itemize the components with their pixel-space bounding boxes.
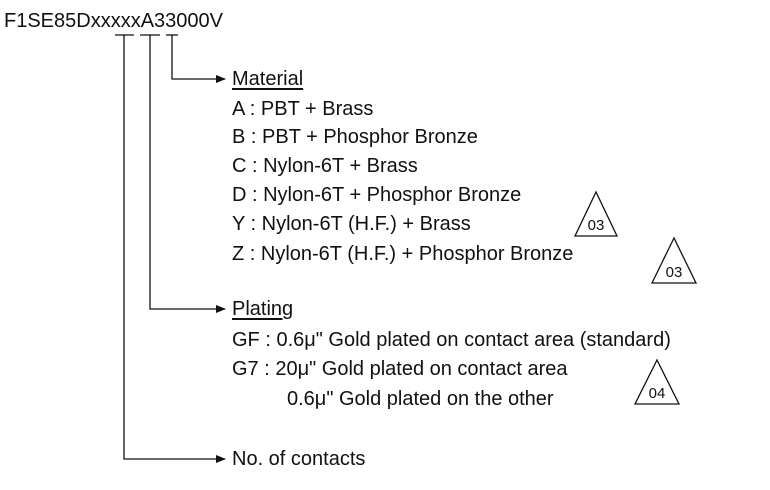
plating-option-g7: G7 : 20μ" Gold plated on contact area bbox=[232, 358, 568, 380]
material-option-a: A : PBT + Brass bbox=[232, 98, 374, 120]
part-number-suffix: A33000V bbox=[140, 10, 224, 32]
contacts-leader-arrow bbox=[123, 35, 226, 463]
part-number: F1SE85DxxxxxA33000V bbox=[4, 10, 223, 32]
material-heading: Material bbox=[232, 68, 304, 90]
revision-triangle-2 bbox=[650, 236, 698, 284]
material-option-d: D : Nylon-6T + Phosphor Bronze bbox=[232, 184, 522, 206]
contacts-label: No. of contacts bbox=[232, 448, 366, 470]
revision-triangle-3 bbox=[633, 358, 681, 405]
revision-mark-3: 04 bbox=[648, 385, 666, 402]
plating-option-g7-other: 0.6μ" Gold plated on the other bbox=[287, 388, 554, 410]
material-leader-arrow bbox=[171, 35, 226, 83]
part-number-prefix: F1SE85D bbox=[4, 10, 91, 32]
revision-mark-2: 03 bbox=[665, 264, 683, 281]
plating-heading: Plating bbox=[232, 298, 294, 320]
material-option-y: Y : Nylon-6T (H.F.) + Brass bbox=[232, 213, 471, 235]
material-option-c: C : Nylon-6T + Brass bbox=[232, 155, 418, 177]
material-option-b: B : PBT + Phosphor Bronze bbox=[232, 126, 478, 148]
revision-mark-1: 03 bbox=[587, 217, 605, 234]
revision-triangle-1 bbox=[573, 190, 619, 237]
part-number-variable: xxxxx bbox=[90, 10, 141, 32]
material-option-z: Z : Nylon-6T (H.F.) + Phosphor Bronze bbox=[232, 243, 574, 265]
plating-option-gf: GF : 0.6μ" Gold plated on contact area (… bbox=[232, 329, 671, 351]
plating-leader-arrow bbox=[149, 35, 226, 313]
